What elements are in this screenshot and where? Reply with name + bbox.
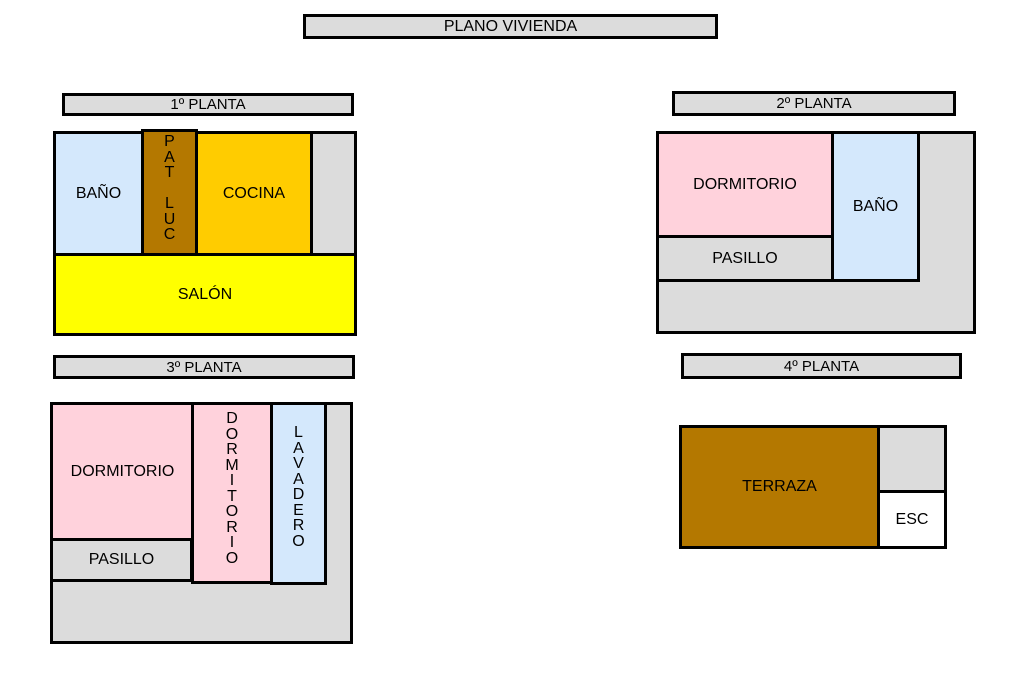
room-label: BAÑO (75, 184, 122, 202)
room-label: BAÑO (852, 197, 899, 215)
room-label-letter: T (227, 487, 237, 505)
room-label-letter: C (163, 226, 176, 243)
floor-1-room-salon: SALÓN (53, 253, 357, 336)
floor-1-label: 1º PLANTA (62, 93, 354, 116)
room-label-letter: D (226, 410, 238, 427)
room-label-letter: P (164, 133, 175, 150)
floor-4-label: 4º PLANTA (681, 353, 962, 379)
room-label-letter: L (294, 424, 303, 441)
room-label: DORMITORIO (70, 462, 175, 480)
floor-2-room-dormitorio: DORMITORIO (656, 131, 834, 238)
plan-title: PLANO VIVIENDA (303, 14, 718, 39)
room-label: SALÓN (177, 285, 233, 303)
room-label: ESC (895, 510, 929, 528)
floor-3-room-dormitorio-1: DORMITORIO (50, 402, 195, 541)
floor-2-label: 2º PLANTA (672, 91, 956, 116)
room-label-letter (167, 181, 171, 197)
room-label: DORMITORIO (693, 175, 797, 193)
floor-1-room-cocina: COCINA (195, 131, 313, 256)
room-label-letter: I (229, 472, 235, 489)
room-label-letter: I (229, 534, 235, 551)
floor-1-room-bano: BAÑO (53, 131, 144, 256)
floor-2-room-pasillo: PASILLO (656, 235, 834, 282)
floor-3-label: 3º PLANTA (53, 355, 355, 379)
floor-3-room-pasillo: PASILLO (50, 538, 193, 582)
room-label-letter: R (292, 517, 305, 534)
room-label-letter: R (226, 441, 238, 458)
room-label-letter: O (225, 503, 239, 520)
room-label-letter: T (164, 164, 175, 181)
room-label: COCINA (222, 184, 286, 202)
room-label-letter: L (165, 195, 174, 212)
room-label-letter: E (293, 501, 304, 519)
room-label-letter: V (293, 455, 304, 472)
room-label-letter: A (293, 439, 304, 457)
room-label-letter: U (163, 210, 176, 228)
room-label: PASILLO (88, 551, 155, 568)
floor-4-room-escalera: ESC (877, 490, 947, 549)
room-label-letter: O (225, 425, 239, 443)
room-label-letter: O (292, 532, 305, 550)
room-label: TERRAZA (742, 478, 817, 495)
room-label-letter: R (226, 518, 238, 536)
room-label-letter: D (292, 486, 305, 503)
room-label-letter: A (293, 470, 304, 488)
room-label-letter: A (164, 148, 175, 166)
room-label: PASILLO (712, 249, 778, 267)
floor-2-room-bano: BAÑO (831, 131, 920, 282)
room-label-letter: M (225, 456, 239, 474)
room-label-letter: O (225, 549, 239, 567)
floor-4-room-terraza: TERRAZA (679, 425, 880, 549)
